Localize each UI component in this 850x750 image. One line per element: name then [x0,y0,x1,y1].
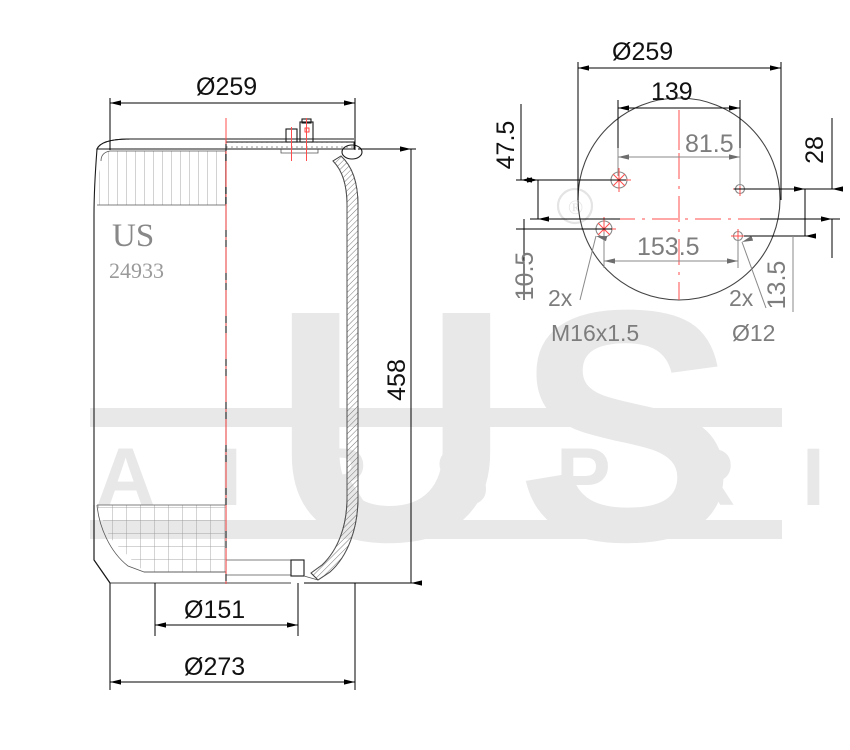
dim-overall-height: 458 [304,146,422,586]
air-fitting-detail [280,118,319,161]
front-section-view: Ø259 458 Ø151 Ø273 [93,73,422,690]
dim-right-offset-bottom-label: 13.5 [763,261,791,310]
dim-right-offset-top: 28 [734,118,843,258]
piston-section [93,504,226,584]
dim-left-offset-bottom-label: 10.5 [511,252,539,301]
dim-left-offset-top: 47.5 [492,104,626,183]
callout-thread-m16: 2x M16x1.5 [548,235,639,346]
dim-right-offset-top-label: 28 [801,136,829,164]
part-label-brand: US [112,218,154,254]
dim-stud-spacing-upper: 139 [617,78,741,186]
watermark-bar-top [90,408,782,427]
dim-offset-81-5: 81.5 [617,130,741,186]
crimp-ring [341,144,363,160]
bottom-plate [110,559,319,584]
dim-left-offset-top-label: 47.5 [492,121,520,170]
registered-glyph: ® [568,197,583,219]
dim-max-diameter: Ø273 [109,583,356,690]
callout-hole-qty: 2x [729,285,754,311]
dim-stud-spacing-upper-label: 139 [651,78,693,106]
bead-plate-assembly [96,118,363,161]
part-label: US 24933 [109,218,164,283]
dim-piston-diameter: Ø151 [154,583,299,636]
dim-offset-81-5-label: 81.5 [685,130,734,158]
callout-thread-spec: M16x1.5 [551,320,639,346]
dim-top-diameter: Ø259 [109,73,356,150]
rubber-wall-section [310,155,359,581]
dim-overall-height-label: 458 [383,359,411,401]
upper-bellows-band [97,150,226,206]
dim-right-offset-bottom: 13.5 [744,186,816,312]
dim-plate-diameter: Ø259 [577,38,782,200]
dim-top-diameter-label: Ø259 [196,73,257,101]
bead-plate-top-view: Ø259 139 81.5 153.5 [492,38,843,346]
part-label-number: 24933 [109,258,164,283]
dim-piston-diameter-label: Ø151 [184,596,245,624]
dim-hole-spacing: 153.5 [603,232,739,268]
dim-max-diameter-label: Ø273 [184,653,245,681]
callout-thread-qty: 2x [548,285,573,311]
watermark-bar-bottom [90,520,782,539]
dim-hole-spacing-label: 153.5 [637,233,700,261]
dim-plate-diameter-label: Ø259 [612,38,673,66]
watermark-registered-mark: ® [556,187,594,225]
dim-left-offset-bottom: 10.5 [511,177,620,301]
callout-hole-d12: 2x Ø12 [729,235,775,346]
callout-hole-spec: Ø12 [732,320,775,346]
